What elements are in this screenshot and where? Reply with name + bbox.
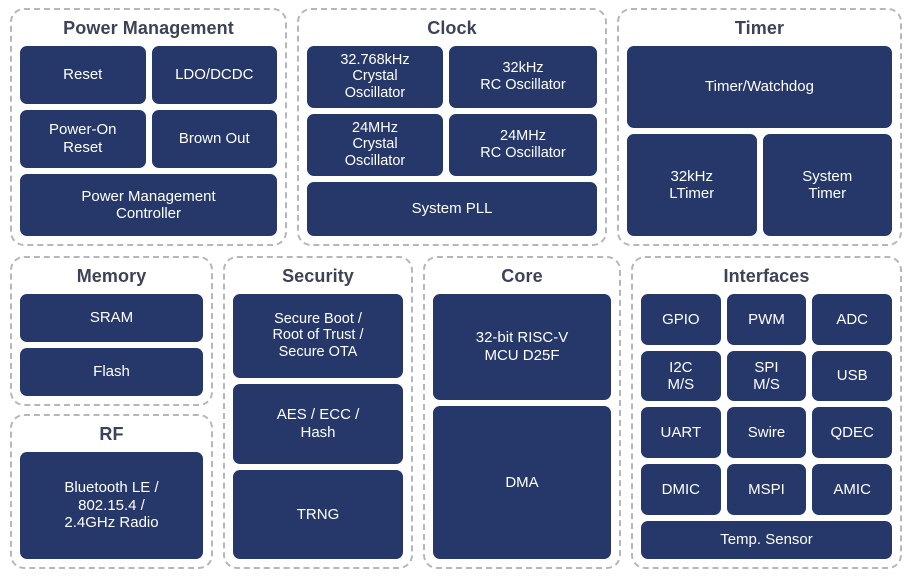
section-title-clock: Clock	[427, 18, 477, 38]
section-power-management: Power Management Reset LDO/DCDC Power-On…	[10, 8, 287, 246]
block-ltimer-32khz[interactable]: 32kHz LTimer	[627, 133, 757, 236]
section-title-core: Core	[501, 266, 543, 286]
section-title-memory: Memory	[76, 266, 147, 286]
section-memory: Memory SRAM Flash	[10, 256, 213, 406]
interfaces-row-3: UART Swire QDEC	[641, 407, 893, 459]
block-radio[interactable]: Bluetooth LE / 802.15.4 / 2.4GHz Radio	[20, 451, 203, 559]
section-title-power-management: Power Management	[63, 18, 234, 38]
block-reset[interactable]: Reset	[20, 45, 146, 104]
interfaces-row-4: DMIC MSPI AMIC	[641, 464, 893, 515]
block-power-on-reset[interactable]: Power-On Reset	[20, 109, 146, 168]
clock-row-1: 32.768kHz Crystal Oscillator 32kHz RC Os…	[307, 45, 597, 108]
block-swire[interactable]: Swire	[726, 407, 807, 459]
pm-row-1: Reset LDO/DCDC	[20, 45, 277, 104]
section-body-memory: SRAM Flash	[20, 293, 203, 397]
pm-row-3: Power Management Controller	[20, 173, 277, 236]
block-crystal-oscillator-24mhz[interactable]: 24MHz Crystal Oscillator	[307, 113, 443, 176]
diagram-row-top: Power Management Reset LDO/DCDC Power-On…	[10, 8, 902, 246]
section-body-clock: 32.768kHz Crystal Oscillator 32kHz RC Os…	[307, 45, 597, 236]
block-adc[interactable]: ADC	[812, 293, 893, 345]
block-gpio[interactable]: GPIO	[641, 293, 721, 345]
block-sram[interactable]: SRAM	[20, 293, 203, 342]
block-system-pll[interactable]: System PLL	[307, 181, 597, 236]
block-uart[interactable]: UART	[641, 407, 721, 459]
section-title-timer: Timer	[734, 18, 785, 38]
security-row-1: Secure Boot / Root of Trust / Secure OTA	[233, 293, 403, 378]
block-rc-oscillator-32khz[interactable]: 32kHz RC Oscillator	[449, 45, 597, 108]
block-trng[interactable]: TRNG	[233, 469, 403, 559]
section-core: Core 32-bit RISC-V MCU D25F DMA	[423, 256, 621, 569]
block-crypto-aes-ecc-hash[interactable]: AES / ECC / Hash	[233, 383, 403, 464]
security-row-2: AES / ECC / Hash	[233, 383, 403, 464]
clock-row-3: System PLL	[307, 181, 597, 236]
block-secure-boot[interactable]: Secure Boot / Root of Trust / Secure OTA	[233, 293, 403, 378]
block-crystal-oscillator-32768khz[interactable]: 32.768kHz Crystal Oscillator	[307, 45, 443, 108]
core-row-1: 32-bit RISC-V MCU D25F	[433, 293, 611, 400]
interfaces-row-2: I2C M/S SPI M/S USB	[641, 350, 893, 402]
section-rf: RF Bluetooth LE / 802.15.4 / 2.4GHz Radi…	[10, 414, 213, 569]
block-brown-out[interactable]: Brown Out	[151, 109, 277, 168]
section-body-timer: Timer/Watchdog 32kHz LTimer System Timer	[627, 45, 892, 236]
block-i2c[interactable]: I2C M/S	[641, 350, 721, 402]
block-ldo-dcdc[interactable]: LDO/DCDC	[151, 45, 277, 104]
security-row-3: TRNG	[233, 469, 403, 559]
section-body-power-management: Reset LDO/DCDC Power-On Reset Brown Out …	[20, 45, 277, 236]
section-title-security: Security	[282, 266, 354, 286]
interfaces-row-5: Temp. Sensor	[641, 520, 892, 559]
block-flash[interactable]: Flash	[20, 347, 203, 397]
section-body-rf: Bluetooth LE / 802.15.4 / 2.4GHz Radio	[20, 451, 203, 559]
block-riscv-cpu[interactable]: 32-bit RISC-V MCU D25F	[433, 293, 611, 400]
block-timer-watchdog[interactable]: Timer/Watchdog	[627, 45, 892, 128]
block-spi[interactable]: SPI M/S	[726, 350, 807, 402]
pm-row-2: Power-On Reset Brown Out	[20, 109, 277, 168]
interfaces-row-1: GPIO PWM ADC	[641, 293, 893, 345]
block-qdec[interactable]: QDEC	[812, 407, 893, 459]
block-temp-sensor[interactable]: Temp. Sensor	[641, 520, 892, 559]
timer-row-2: 32kHz LTimer System Timer	[627, 133, 892, 236]
block-amic[interactable]: AMIC	[812, 464, 893, 515]
section-clock: Clock 32.768kHz Crystal Oscillator 32kHz…	[297, 8, 607, 246]
timer-row-1: Timer/Watchdog	[627, 45, 892, 128]
block-rc-oscillator-24mhz[interactable]: 24MHz RC Oscillator	[449, 113, 597, 176]
section-interfaces: Interfaces GPIO PWM ADC I2C M/S SPI M/S …	[631, 256, 902, 569]
section-body-interfaces: GPIO PWM ADC I2C M/S SPI M/S USB UART Sw…	[641, 293, 893, 559]
memory-row-1: SRAM	[20, 293, 203, 342]
clock-row-2: 24MHz Crystal Oscillator 24MHz RC Oscill…	[307, 113, 597, 176]
block-power-management-controller[interactable]: Power Management Controller	[20, 173, 277, 236]
section-title-rf: RF	[99, 424, 124, 444]
block-usb[interactable]: USB	[812, 350, 893, 402]
core-row-2: DMA	[433, 405, 611, 559]
block-mspi[interactable]: MSPI	[726, 464, 807, 515]
block-system-timer[interactable]: System Timer	[762, 133, 892, 236]
block-dmic[interactable]: DMIC	[641, 464, 721, 515]
section-timer: Timer Timer/Watchdog 32kHz LTimer System…	[617, 8, 902, 246]
diagram-row-bottom: Memory SRAM Flash RF Bluetooth LE / 802.…	[10, 256, 902, 569]
rf-row-1: Bluetooth LE / 802.15.4 / 2.4GHz Radio	[20, 451, 203, 559]
block-dma[interactable]: DMA	[433, 405, 611, 559]
section-title-interfaces: Interfaces	[723, 266, 810, 286]
section-body-core: 32-bit RISC-V MCU D25F DMA	[433, 293, 611, 559]
memory-row-2: Flash	[20, 347, 203, 397]
block-pwm[interactable]: PWM	[726, 293, 807, 345]
section-security: Security Secure Boot / Root of Trust / S…	[223, 256, 413, 569]
section-body-security: Secure Boot / Root of Trust / Secure OTA…	[233, 293, 403, 559]
column-memory-rf: Memory SRAM Flash RF Bluetooth LE / 802.…	[10, 256, 213, 569]
